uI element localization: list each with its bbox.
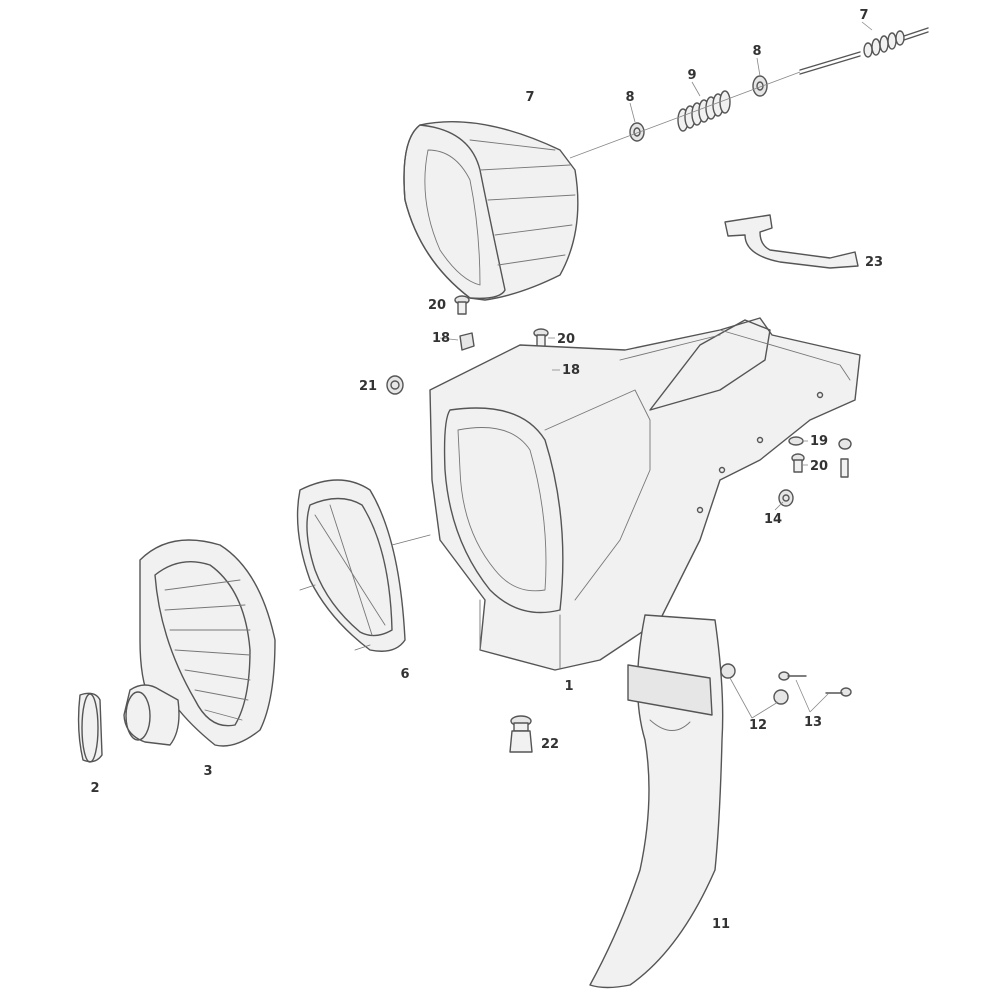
part-20-screw-mid <box>533 328 549 348</box>
callout-14: 14 <box>764 512 782 527</box>
part-3-intake-boot <box>123 539 276 747</box>
callout-23: 23 <box>865 255 883 270</box>
part-20-screw-far-right <box>838 438 852 478</box>
callout-3: 3 <box>203 764 212 779</box>
part-8-washer-lower <box>629 122 645 142</box>
callout-18: 18 <box>432 331 450 346</box>
callout-7: 7 <box>525 90 534 105</box>
part-12-grommet-lower <box>773 689 789 705</box>
part-18-clip-left <box>459 332 475 351</box>
part-8-washer-upper <box>752 75 768 97</box>
part-12-grommet-upper <box>720 663 736 679</box>
part-20-screw-right <box>791 453 805 473</box>
callout-18: 18 <box>562 363 580 378</box>
part-2-hose-clamp <box>77 692 103 763</box>
callout-8: 8 <box>752 44 761 59</box>
leader-lines <box>439 21 873 719</box>
part-7-air-filter <box>403 121 579 301</box>
part-19-grommet <box>788 436 804 446</box>
part-11-mud-flap <box>589 614 724 989</box>
callout-21: 21 <box>359 379 377 394</box>
callout-9: 9 <box>687 68 696 83</box>
callout-20: 20 <box>557 332 575 347</box>
callout-19: 19 <box>810 434 828 449</box>
callout-8: 8 <box>625 90 634 105</box>
part-9-spring <box>677 90 731 132</box>
part-20-screw-top <box>454 295 470 315</box>
callout-22: 22 <box>541 737 559 752</box>
assembly-axis-line <box>569 71 801 159</box>
callout-20: 20 <box>428 298 446 313</box>
callout-13: 13 <box>804 715 822 730</box>
part-1-airbox-housing <box>429 317 861 671</box>
callout-10: 7 <box>859 8 868 23</box>
part-6-filter-frame <box>296 479 431 652</box>
part-13-bolt-upper <box>778 671 807 681</box>
callout-6: 6 <box>400 667 409 682</box>
part-21-nut <box>386 375 404 395</box>
callout-20: 20 <box>810 459 828 474</box>
callout-1: 1 <box>564 679 573 694</box>
part-23-bracket <box>724 214 859 269</box>
part-22-drain-valve <box>509 715 533 753</box>
part-13-bolt-lower <box>825 687 852 697</box>
callout-labels: 7 8 9 7 8 23 20 18 20 18 21 19 20 14 6 1… <box>90 8 883 932</box>
callout-12: 12 <box>749 718 767 733</box>
callout-11: 11 <box>712 917 730 932</box>
part-10-threaded-stud <box>799 27 929 75</box>
callout-2: 2 <box>90 781 99 796</box>
